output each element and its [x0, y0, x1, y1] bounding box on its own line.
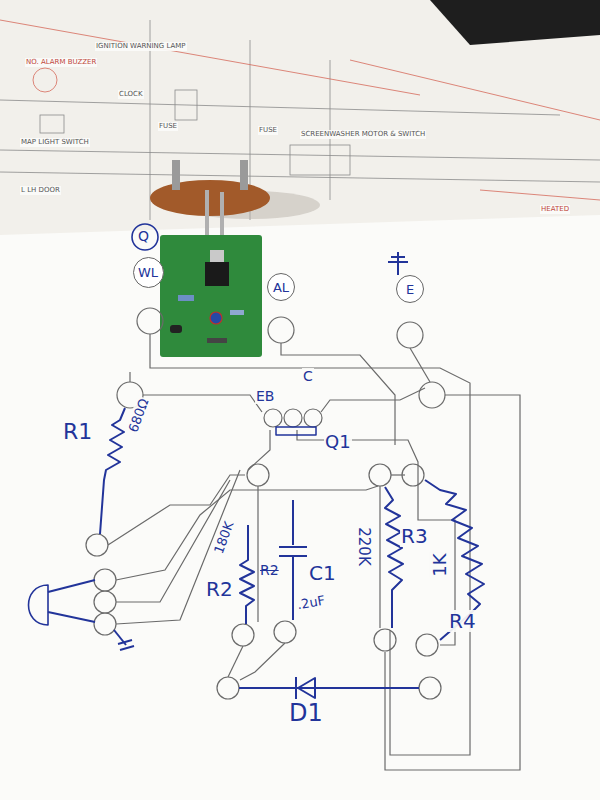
wiring-label: SCREENWASHER MOTOR & SWITCH [300, 130, 426, 139]
resistor-value: 1K [430, 552, 450, 577]
wiring-label: FUSE [258, 126, 278, 135]
part-name: D1 [288, 700, 324, 726]
wiring-label: FUSE [158, 122, 178, 131]
wiring-label: IGNITION WARNING LAMP [95, 42, 187, 51]
pad-label: WL [138, 266, 158, 279]
part-name: R4 [448, 610, 477, 632]
callout-letter: Q [138, 229, 149, 243]
part-name: C1 [308, 562, 337, 584]
struck-part-name: R2 [259, 562, 280, 578]
pad-circle: WL [133, 257, 164, 288]
pin-name: C [302, 368, 314, 384]
wiring-label: CLOCK [118, 90, 144, 99]
pin-names: EB [255, 388, 275, 404]
wiring-label: HEATED [540, 205, 570, 214]
resistor-value: 220K [355, 526, 372, 566]
part-name: R1 [62, 420, 93, 444]
pad-circle: E [396, 275, 424, 303]
part-name: R2 [205, 578, 234, 600]
pad-circle: AL [267, 273, 295, 301]
part-name: R3 [400, 525, 429, 547]
pad-label: E [406, 283, 414, 296]
part-name: Q1 [324, 432, 352, 452]
wiring-label: NO. ALARM BUZZER [25, 58, 97, 67]
pad-label: AL [273, 281, 289, 294]
wiring-label: L LH DOOR [20, 186, 61, 195]
wiring-label: MAP LIGHT SWITCH [20, 138, 90, 147]
